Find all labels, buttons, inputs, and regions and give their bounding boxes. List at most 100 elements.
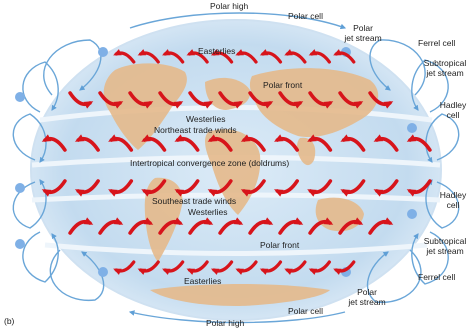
top-polar-arc: [129, 12, 347, 30]
right-polar-cell-south: [366, 249, 422, 303]
wind-arrow-head: [173, 101, 184, 109]
wind-arrow-head: [207, 189, 218, 197]
right-ferrel-cell-north: [411, 59, 449, 113]
bottom-polar-arc: [128, 310, 346, 324]
wind-arrow-head: [137, 49, 147, 56]
label-ferrel-cell-top: Ferrel cell: [418, 38, 456, 48]
jet-stream-dot: [98, 267, 108, 277]
wind-arrow-head: [284, 49, 293, 56]
wind-arrow-head: [340, 134, 350, 142]
wind-arrow-head: [406, 134, 417, 142]
wind-arrow-head: [373, 189, 384, 197]
latitude-band-south: [44, 242, 428, 256]
label-hadley-top: Hadley cell: [436, 100, 470, 120]
wind-arrow-head: [235, 268, 244, 275]
wind-arrow-head: [141, 189, 151, 197]
wind-arrow-head: [203, 101, 214, 109]
label-easterlies-top: Easterlies: [198, 46, 236, 56]
wind-arrow-head: [233, 101, 244, 109]
wind-arrow-head: [174, 134, 185, 142]
wind-arrow-head: [293, 101, 304, 109]
wind-arrow-head: [162, 268, 171, 275]
wind-arrow-head: [307, 189, 317, 197]
wind-arrow-head: [323, 101, 334, 109]
jet-stream-dot: [407, 209, 417, 219]
wind-arrow-head: [108, 189, 118, 197]
wind-arrow-head: [113, 217, 124, 225]
wind-arrow-head: [353, 101, 364, 109]
jet-stream-dot: [15, 239, 25, 249]
label-polar-jet-bottom-line2: jet stream: [348, 297, 386, 307]
label-subtropical-jet-bottom: Subtropical jet stream: [420, 236, 470, 256]
label-hadley-top-line1: Hadley: [439, 100, 467, 110]
wind-arrow-head: [174, 189, 185, 197]
jet-stream-dot: [98, 47, 108, 57]
label-polar-jet-bottom: Polar jet stream: [342, 287, 392, 307]
wind-arrow-head: [137, 268, 147, 275]
wind-arrow-head: [284, 268, 293, 275]
label-polar-high-top: Polar high: [210, 1, 249, 11]
wind-arrow-head: [235, 49, 244, 56]
label-subtropical-jet-top-line1: Subtropical: [423, 58, 467, 68]
left-polar-cell-north: [43, 39, 102, 96]
left-hadley-cell-south: [12, 179, 47, 229]
wind-arrow-head: [83, 217, 94, 225]
wind-arrow-head: [203, 217, 214, 225]
label-subtropical-jet-bottom-line2: jet stream: [426, 246, 464, 256]
label-subtropical-jet-bottom-line1: Subtropical: [423, 236, 467, 246]
continent-antarctica: [150, 284, 330, 306]
wind-arrow-head: [83, 101, 94, 109]
wind-arrow-head: [333, 49, 342, 56]
jet-stream-dot: [15, 92, 25, 102]
wind-arrow-head: [373, 134, 384, 142]
label-hadley-bottom-line1: Hadley: [439, 190, 467, 200]
jet-stream-dot: [15, 183, 25, 193]
wind-arrow-head: [383, 217, 394, 225]
continent-north-america: [103, 63, 187, 150]
wind-arrow-head: [240, 189, 251, 197]
wind-arrow-head: [207, 134, 218, 142]
wind-arrow-head: [162, 49, 171, 56]
wind-arrow-head: [263, 217, 274, 225]
wind-arrow-head: [307, 134, 317, 142]
wind-arrows: [41, 49, 432, 275]
label-subtropical-jet-top-line2: jet stream: [426, 68, 464, 78]
label-polar-cell-bottom: Polar cell: [288, 306, 323, 316]
label-se-trade-winds: Southeast trade winds: [152, 196, 237, 206]
label-polar-jet-bottom-line1: Polar: [357, 287, 377, 297]
label-hadley-bottom: Hadley cell: [436, 190, 470, 210]
wind-arrow-head: [333, 268, 342, 275]
wind-arrow-head: [259, 268, 269, 275]
label-polar-high-bottom: Polar high: [206, 318, 245, 328]
label-itcz: Intertropical convergence zone (doldrums…: [130, 158, 290, 168]
wind-arrow-head: [308, 49, 318, 56]
label-hadley-bottom-line2: cell: [446, 200, 460, 210]
right-ferrel-cell-south: [411, 231, 449, 285]
wind-arrow-head: [41, 134, 52, 142]
label-polar-jet-top-line2: jet stream: [344, 33, 382, 43]
label-ne-trade-winds: Northeast trade winds: [154, 125, 237, 135]
wind-arrow-head: [406, 189, 417, 197]
wind-arrow-head: [353, 217, 364, 225]
wind-arrow-head: [233, 217, 244, 225]
wind-arrow-head: [210, 49, 220, 56]
wind-arrow-head: [186, 49, 196, 56]
left-hadley-cell-north: [12, 113, 47, 163]
label-polar-cell-top: Polar cell: [288, 11, 323, 21]
wind-arrow-head: [210, 268, 220, 275]
label-westerlies-top: Westerlies: [186, 114, 226, 124]
wind-arrow-head: [259, 49, 269, 56]
circulation-cells: [12, 12, 460, 324]
wind-arrow-head: [113, 268, 122, 275]
wind-arrow-head: [108, 134, 118, 142]
wind-arrow-head: [143, 101, 154, 109]
label-polar-front-top: Polar front: [263, 80, 303, 90]
left-ferrel-cell-south: [22, 231, 59, 283]
wind-arrow-head: [383, 101, 394, 109]
figure-label: (b): [4, 316, 15, 326]
label-ferrel-cell-bottom: Ferrel cell: [418, 272, 456, 282]
right-polar-cell-north: [369, 39, 426, 96]
jet-stream-dot: [407, 123, 417, 133]
